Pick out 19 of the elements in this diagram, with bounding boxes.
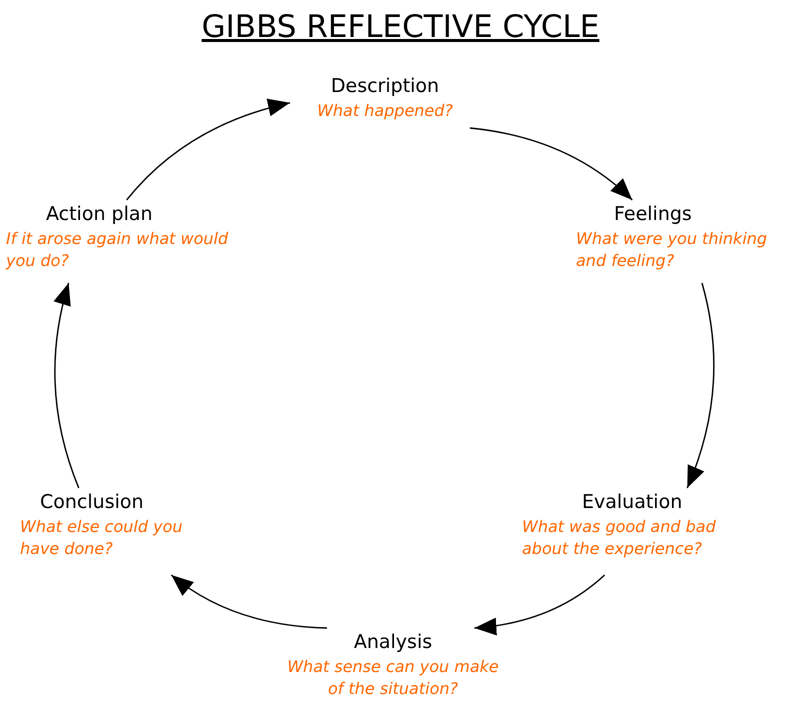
stage-heading: Evaluation: [582, 490, 682, 515]
cycle-arrow: [54, 282, 80, 488]
stage-question: What was good and bad about the experience?: [522, 516, 717, 560]
cycle-arrow: [686, 282, 715, 488]
stage-heading: Conclusion: [40, 490, 144, 515]
cycle-arrow: [126, 99, 290, 200]
cycle-arrow: [474, 574, 606, 636]
stage-heading: Description: [330, 74, 440, 99]
title: GIBBS REFLECTIVE CYCLE: [202, 8, 600, 47]
stage-heading: Analysis: [354, 630, 432, 655]
stage-question: What sense can you make of the situation?: [286, 656, 500, 700]
stage-question: What happened?: [317, 100, 453, 122]
stage-heading: Action plan: [46, 202, 153, 227]
stage-question: What else could you have done?: [20, 516, 184, 560]
cycle-arrow: [170, 574, 328, 629]
stage-heading: Feelings: [614, 202, 692, 227]
stage-question: If it arose again what would you do?: [6, 228, 230, 272]
cycle-arrow: [470, 127, 633, 201]
stage-question: What were you thinking and feeling?: [576, 228, 768, 272]
